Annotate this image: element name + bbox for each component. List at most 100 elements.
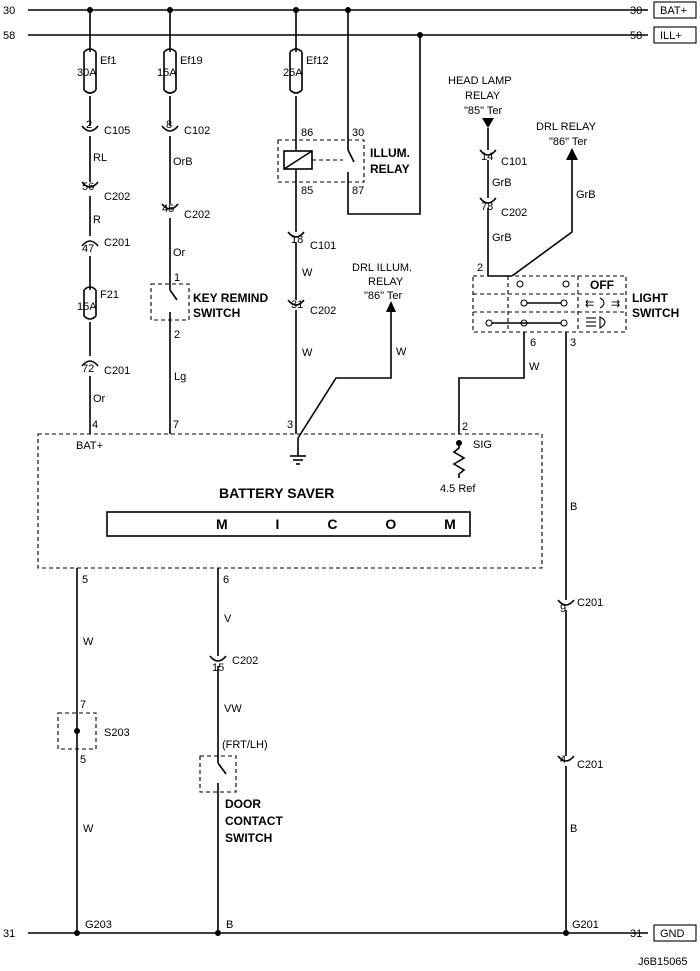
connector-pin: 14 bbox=[481, 151, 493, 163]
splice-s203 bbox=[57, 712, 97, 750]
connector-pin: 78 bbox=[481, 201, 493, 213]
bs-pin-label: BAT+ bbox=[76, 440, 103, 452]
switch-name: CONTACT bbox=[225, 814, 283, 828]
wire-color: R bbox=[93, 214, 101, 226]
relay-pin: 87 bbox=[352, 185, 364, 197]
circuit-bottom-right: B 9 C201 4 C201 B G201 bbox=[557, 501, 603, 936]
circuit-col1: Ef1 30A 2 C105 RL 56 C202 R 47 C201 F21 … bbox=[76, 10, 130, 452]
bat-rail: 30 30 BAT+ bbox=[3, 1, 697, 19]
drl-relay-label: "86" Ter bbox=[549, 136, 588, 148]
resistor-icon bbox=[452, 443, 466, 478]
wire-color: B bbox=[570, 823, 577, 835]
wire-color: Lg bbox=[174, 371, 186, 383]
junction-dot bbox=[563, 930, 569, 936]
switch-pin: 6 bbox=[530, 337, 536, 349]
svg-text:⇇: ⇇ bbox=[585, 298, 594, 310]
contact-icon bbox=[560, 319, 568, 327]
connector-pin: 2 bbox=[86, 119, 92, 131]
connector-c201b bbox=[81, 360, 99, 367]
contact-icon bbox=[485, 319, 493, 327]
connector-c202 bbox=[161, 203, 179, 210]
gnd-rail-num-right: 31 bbox=[630, 928, 642, 940]
drl-illum-label: RELAY bbox=[368, 276, 404, 288]
arrow-up-icon bbox=[566, 148, 578, 160]
connector-c201b bbox=[557, 755, 575, 762]
bs-pin: 7 bbox=[173, 419, 179, 431]
fuse-rating: 15A bbox=[157, 67, 177, 79]
bs-pin: 6 bbox=[223, 574, 229, 586]
connector-name: C201 bbox=[104, 365, 130, 377]
wire-color: W bbox=[529, 361, 540, 373]
bat-rail-num-left: 30 bbox=[3, 5, 15, 17]
contact-icon bbox=[516, 280, 524, 288]
parking-lamp-icon: ⇇ ⇉ bbox=[585, 297, 620, 310]
wire-color: Or bbox=[93, 393, 106, 405]
ill-rail-num-right: 58 bbox=[630, 30, 642, 42]
wire-color: Or bbox=[173, 247, 186, 259]
key-remind-switch: 1 2 KEY REMIND SWITCH bbox=[150, 272, 268, 341]
relay-pin: 86 bbox=[301, 127, 313, 139]
fuse-name: F21 bbox=[100, 289, 119, 301]
wire-color: W bbox=[83, 636, 94, 648]
relay-name: ILLUM. bbox=[370, 146, 410, 160]
junction-dot bbox=[74, 728, 80, 734]
ground-label: G201 bbox=[572, 919, 599, 931]
wire-color: GrB bbox=[576, 189, 596, 201]
connector-pin: 9 bbox=[560, 603, 566, 615]
off-label: OFF bbox=[590, 278, 614, 292]
gnd-rail-num-left: 31 bbox=[3, 928, 15, 940]
connector-c202 bbox=[479, 197, 497, 204]
junction-dot bbox=[215, 930, 221, 936]
drl-illum-label: "86" Ter bbox=[364, 290, 403, 302]
module-title: BATTERY SAVER bbox=[219, 485, 334, 501]
connector-c201 bbox=[81, 240, 99, 247]
ground-label: G203 bbox=[85, 919, 112, 931]
connector-c201 bbox=[557, 599, 575, 606]
connector-name: C202 bbox=[104, 191, 130, 203]
connector-c101 bbox=[479, 149, 497, 156]
connector-name: C201 bbox=[577, 759, 603, 771]
bs-pin: 4 bbox=[92, 419, 98, 431]
bs-pin: 2 bbox=[462, 421, 468, 433]
drl-illum-label: DRL ILLUM. bbox=[352, 262, 412, 274]
wire-color: VW bbox=[224, 703, 242, 715]
wire-color: W bbox=[302, 347, 313, 359]
wire-color: RL bbox=[93, 152, 107, 164]
bs-pin: 3 bbox=[287, 419, 293, 431]
head-lamp-icon bbox=[586, 316, 606, 329]
connector-name: C101 bbox=[501, 156, 527, 168]
wire-color: GrB bbox=[492, 177, 512, 189]
wire-color: V bbox=[224, 613, 232, 625]
connector-name: C102 bbox=[184, 125, 210, 137]
head-lamp-relay-link: HEAD LAMP RELAY "85" Ter 14 C101 GrB 78 … bbox=[448, 75, 527, 276]
fuse-ef1: Ef1 30A bbox=[77, 48, 117, 94]
fuse-rating: 25A bbox=[283, 67, 303, 79]
splice-name: S203 bbox=[104, 727, 130, 739]
wire-color: W bbox=[396, 346, 407, 358]
wire-color: OrB bbox=[173, 156, 193, 168]
bs-pin: 5 bbox=[82, 574, 88, 586]
connector-c102 bbox=[161, 125, 179, 132]
relay-pin: 30 bbox=[352, 127, 364, 139]
contact-icon bbox=[562, 280, 570, 288]
circuit-col3: Ef12 25A 86 85 30 87 ILLUM. RELAY 18 C10… bbox=[277, 10, 421, 434]
switch-name: SWITCH bbox=[225, 831, 272, 845]
drl-relay-link: DRL RELAY "86" Ter GrB bbox=[511, 121, 597, 277]
micom-box bbox=[106, 511, 471, 537]
connector-c101 bbox=[287, 231, 305, 238]
connector-name: C201 bbox=[577, 597, 603, 609]
light-switch: 2 OFF ⇇ ⇉ LIGHT SWITCH 6 3 W bbox=[458, 262, 679, 600]
head-lamp-label: "85" Ter bbox=[464, 105, 503, 117]
fuse-name: Ef19 bbox=[180, 55, 203, 67]
splice-pin: 7 bbox=[80, 699, 86, 711]
ill-rail-num-left: 58 bbox=[3, 30, 15, 42]
switch-pin: 1 bbox=[174, 272, 180, 284]
switch-name: KEY REMIND bbox=[193, 291, 268, 305]
circuit-bottom-left: W 7 S203 5 W G203 bbox=[57, 568, 130, 936]
connector-pin: 47 bbox=[82, 243, 94, 255]
ill-rail-label: ILL+ bbox=[660, 30, 682, 42]
relay-name: RELAY bbox=[370, 162, 410, 176]
ground-icon bbox=[290, 455, 306, 465]
wire-color: W bbox=[83, 823, 94, 835]
